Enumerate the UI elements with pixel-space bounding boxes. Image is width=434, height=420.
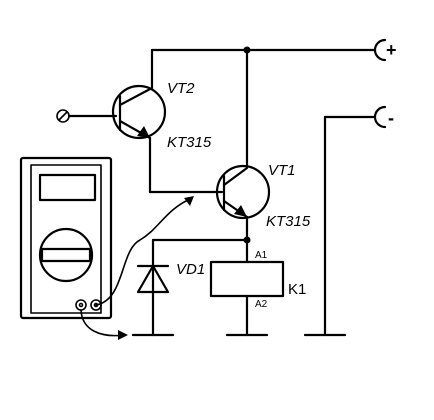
coil-a2-label: A2 bbox=[255, 299, 268, 310]
k1-label: K1 bbox=[288, 281, 306, 298]
multimeter-display bbox=[38, 173, 97, 202]
positive-terminal-label: + bbox=[386, 40, 397, 60]
multimeter-dial-knob bbox=[40, 247, 92, 263]
negative-terminal: - bbox=[373, 105, 394, 129]
multimeter-dial bbox=[38, 227, 94, 283]
transistor-vt2: VT2 KT315 bbox=[111, 48, 212, 151]
vt1-emitter-arrow-icon bbox=[234, 205, 247, 217]
positive-terminal: + bbox=[373, 38, 397, 62]
vt2-emitter-arrow-icon bbox=[137, 126, 150, 138]
diode-vd1: VD1 bbox=[136, 238, 205, 337]
transistor-vt1: VT1 KT315 bbox=[215, 162, 311, 230]
probe-socket-left bbox=[75, 299, 87, 311]
vd1-label: VD1 bbox=[176, 261, 205, 278]
probe-ground-arrow-icon bbox=[118, 330, 128, 340]
relay-coil-k1: A1 A2 K1 bbox=[209, 250, 306, 337]
negative-terminal-label: - bbox=[388, 108, 394, 128]
vt1-type-label: KT315 bbox=[266, 213, 311, 230]
negative-rail bbox=[323, 115, 377, 337]
probe-socket-right bbox=[90, 299, 102, 311]
vt2-label: VT2 bbox=[167, 80, 195, 97]
vt1-label: VT1 bbox=[268, 162, 296, 179]
vt2-type-label: KT315 bbox=[167, 134, 212, 151]
input-terminal bbox=[56, 109, 118, 123]
probe-tip-arrow-icon bbox=[184, 196, 194, 206]
coil-a1-label: A1 bbox=[255, 250, 268, 261]
probe-wire-red bbox=[95, 197, 193, 306]
multimeter-icon bbox=[19, 156, 113, 320]
positive-rail bbox=[150, 46, 377, 167]
